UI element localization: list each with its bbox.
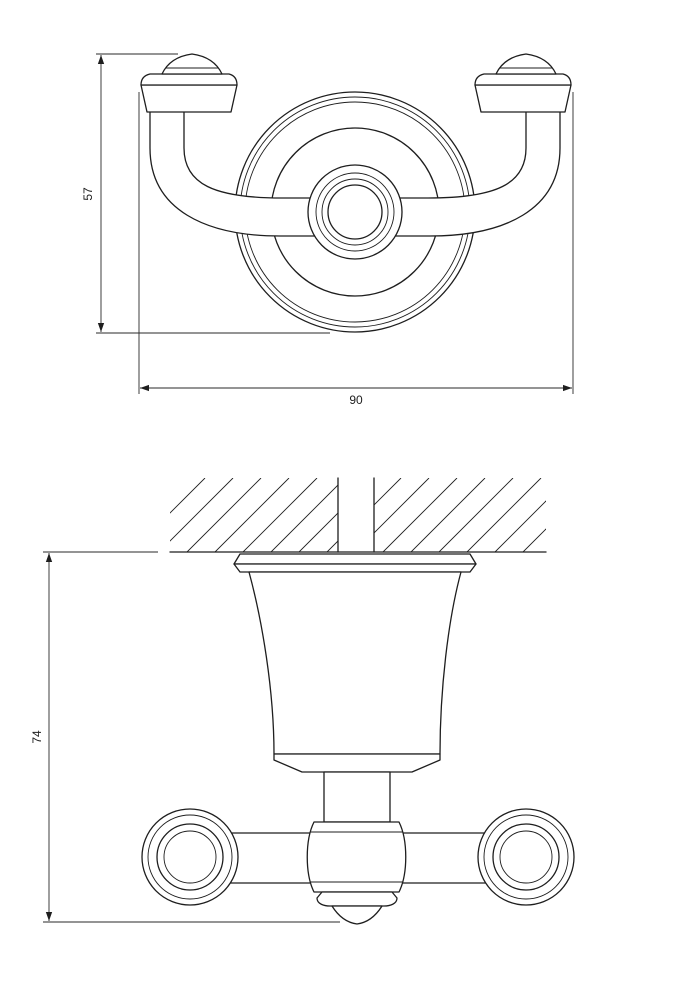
dimension-height: 57 [81, 53, 330, 334]
right-arm-end [477, 808, 575, 906]
bell-body [248, 571, 462, 773]
right-end-cap [474, 53, 572, 113]
front-view: 57 90 [81, 53, 574, 407]
side-view: 74 [30, 476, 575, 925]
left-end-cap [140, 53, 238, 113]
dimension-depth-label: 74 [30, 730, 44, 744]
left-arm-end [141, 808, 239, 906]
center-collar [306, 821, 407, 893]
hook-arm [149, 109, 561, 237]
center-hub [307, 164, 403, 260]
dimension-height-label: 57 [81, 187, 95, 201]
dimension-depth: 74 [30, 551, 340, 923]
dimension-width: 90 [138, 92, 574, 407]
neck-stem [323, 771, 391, 823]
mounting-flange [233, 553, 477, 573]
dimension-width-label: 90 [349, 393, 363, 407]
bottom-cap [316, 891, 398, 925]
wall-section [169, 476, 547, 553]
